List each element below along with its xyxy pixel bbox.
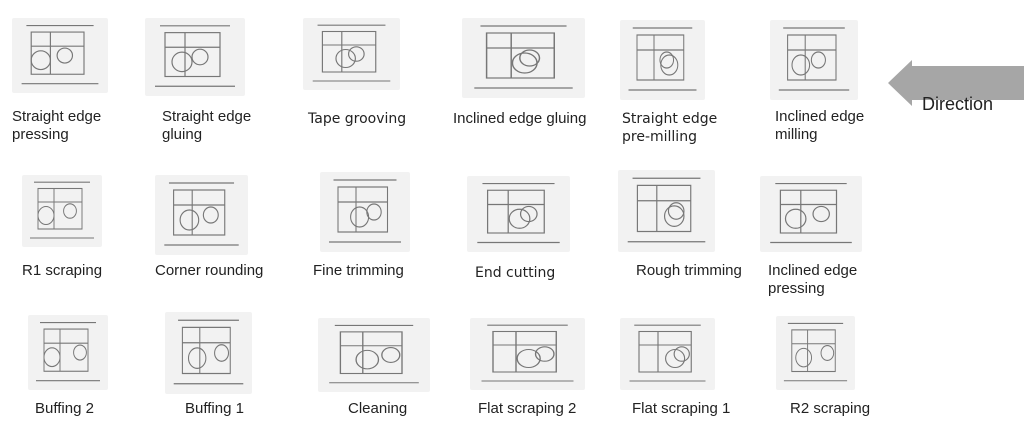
- machine-unit-image: [145, 18, 245, 96]
- machine-unit-image: [22, 175, 102, 247]
- step-label: Flat scraping 1: [632, 400, 731, 417]
- step-label: Straight edge pre-milling: [622, 111, 718, 145]
- step-label: Inclined edge milling: [775, 108, 865, 143]
- machine-unit-image: [620, 20, 705, 100]
- machine-unit-image: [318, 318, 430, 392]
- machine-unit-image: [770, 20, 858, 100]
- machine-unit-image: [320, 172, 410, 252]
- direction-label: Direction: [922, 94, 994, 114]
- machine-unit-image: [467, 176, 570, 252]
- step-label: Straight edge pressing: [12, 108, 102, 143]
- machine-unit-image: [618, 170, 715, 252]
- step-label: Corner rounding: [155, 262, 264, 279]
- step-label: Inclined edge gluing: [453, 110, 587, 127]
- machine-unit-image: [760, 176, 862, 252]
- machine-unit-image: [620, 318, 715, 390]
- machine-unit-image: [470, 318, 585, 390]
- step-label: Tape grooving: [308, 111, 407, 127]
- step-label: R1 scraping: [22, 262, 103, 279]
- step-label: Inclined edge pressing: [768, 262, 858, 297]
- step-label: Buffing 2: [35, 400, 94, 417]
- machine-unit-image: [462, 18, 585, 98]
- machine-unit-image: [165, 312, 252, 394]
- machine-unit-image: [776, 316, 855, 390]
- step-label: Rough trimming: [636, 262, 742, 279]
- machine-unit-image: [28, 315, 108, 390]
- step-label: End cutting: [475, 265, 556, 281]
- machine-unit-image: [155, 175, 248, 255]
- step-label: R2 scraping: [790, 400, 871, 417]
- step-label: Buffing 1: [185, 400, 244, 417]
- machine-unit-image: [303, 18, 400, 90]
- machine-unit-image: [12, 18, 108, 93]
- step-label: Fine trimming: [313, 262, 404, 279]
- step-label: Straight edge gluing: [162, 108, 252, 143]
- direction-arrow-icon: [888, 60, 1024, 106]
- step-label: Cleaning: [348, 400, 408, 417]
- step-label: Flat scraping 2: [478, 400, 577, 417]
